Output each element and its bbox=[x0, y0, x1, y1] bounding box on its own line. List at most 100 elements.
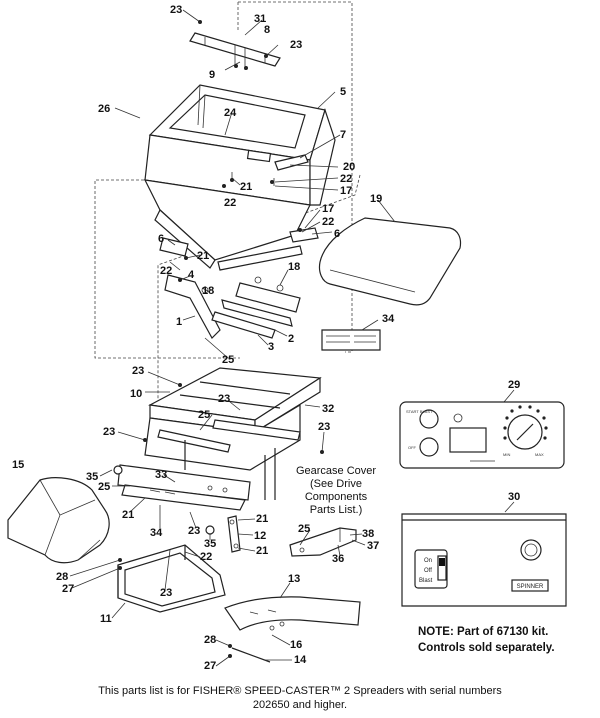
callout-30: 30 bbox=[508, 491, 520, 503]
switch-on-label: On bbox=[424, 558, 432, 564]
hopper bbox=[143, 84, 336, 269]
callout-18: 18 bbox=[202, 285, 214, 297]
callout-12: 12 bbox=[254, 530, 266, 542]
callout-1: 1 bbox=[176, 316, 182, 328]
bracket-7 bbox=[274, 154, 309, 171]
callout-numbers: 23 31 8 23 9 26 24 5 7 20 22 17 21 22 19… bbox=[12, 4, 520, 672]
callout-21: 21 bbox=[122, 509, 134, 521]
control-panel bbox=[399, 401, 565, 469]
panel-min-label: MIN bbox=[503, 452, 510, 457]
callout-33: 33 bbox=[155, 469, 167, 481]
callout-22: 22 bbox=[340, 173, 352, 185]
callout-3: 3 bbox=[268, 341, 274, 353]
callout-27: 27 bbox=[62, 583, 74, 595]
callout-22: 22 bbox=[322, 216, 334, 228]
callout-13: 13 bbox=[288, 573, 300, 585]
panel-off-label: OFF bbox=[408, 445, 417, 450]
panel-start-label: START BLAST bbox=[406, 409, 433, 414]
deflector bbox=[224, 596, 361, 663]
callout-23: 23 bbox=[132, 365, 144, 377]
callout-27: 27 bbox=[204, 660, 216, 672]
callout-23: 23 bbox=[170, 4, 182, 16]
callout-8: 8 bbox=[264, 24, 270, 36]
switch-blast-label: Blast bbox=[419, 578, 433, 584]
callout-23: 23 bbox=[218, 393, 230, 405]
callout-9: 9 bbox=[209, 69, 215, 81]
panel-max-label: MAX bbox=[535, 452, 544, 457]
callout-2: 2 bbox=[288, 333, 294, 345]
callout-22: 22 bbox=[160, 265, 172, 277]
callout-7: 7 bbox=[340, 129, 346, 141]
kit-note-line: NOTE: Part of 67130 kit. bbox=[418, 626, 549, 638]
callout-25: 25 bbox=[298, 523, 310, 535]
callout-35: 35 bbox=[204, 538, 216, 550]
callout-28: 28 bbox=[204, 634, 216, 646]
callout-18: 18 bbox=[288, 261, 300, 273]
callout-37: 37 bbox=[367, 540, 379, 552]
callout-26: 26 bbox=[98, 103, 110, 115]
callout-6: 6 bbox=[334, 228, 340, 240]
callout-5: 5 bbox=[340, 86, 346, 98]
callout-32: 32 bbox=[322, 403, 334, 415]
gearcase-note-line: (See Drive bbox=[310, 478, 362, 490]
callout-23: 23 bbox=[188, 525, 200, 537]
callout-23: 23 bbox=[160, 587, 172, 599]
callout-31: 31 bbox=[254, 13, 266, 25]
dashed-guides bbox=[94, 1, 361, 420]
callout-29: 29 bbox=[508, 379, 520, 391]
callout-23: 23 bbox=[290, 39, 302, 51]
callout-23: 23 bbox=[318, 421, 330, 433]
gearcase-note-line: Components bbox=[304, 491, 368, 503]
callout-14: 14 bbox=[294, 654, 307, 666]
hopper-cover bbox=[318, 217, 462, 306]
callout-17: 17 bbox=[340, 185, 352, 197]
callout-4: 4 bbox=[188, 269, 195, 281]
callout-6: 6 bbox=[158, 233, 164, 245]
top-bracket bbox=[189, 32, 281, 70]
callout-36: 36 bbox=[332, 553, 344, 565]
callout-20: 20 bbox=[343, 161, 355, 173]
callout-21: 21 bbox=[256, 545, 268, 557]
callout-38: 38 bbox=[362, 528, 374, 540]
callout-25: 25 bbox=[98, 481, 110, 493]
warning-label bbox=[321, 329, 381, 351]
gearcase-bracket bbox=[289, 527, 357, 557]
callout-17: 17 bbox=[322, 203, 334, 215]
lower-frame bbox=[117, 544, 226, 613]
gearcase-note: Gearcase Cover (See Drive Components Par… bbox=[290, 465, 382, 517]
callout-21: 21 bbox=[256, 513, 268, 525]
baffle-assembly bbox=[159, 227, 319, 339]
callout-21: 21 bbox=[197, 250, 209, 262]
callout-34: 34 bbox=[150, 527, 163, 539]
callout-21: 21 bbox=[240, 181, 252, 193]
switch-off-label: Off bbox=[424, 568, 432, 574]
callout-25: 25 bbox=[222, 354, 234, 366]
callout-22: 22 bbox=[200, 551, 212, 563]
gearcase-note-line: Gearcase Cover bbox=[295, 465, 377, 477]
footer-line: 202650 and higher. bbox=[252, 699, 348, 711]
switch-box bbox=[401, 513, 567, 607]
callout-28: 28 bbox=[56, 571, 68, 583]
arm-12 bbox=[227, 515, 241, 553]
fastener-dots bbox=[113, 20, 324, 658]
footer-caption: This parts list is for FISHER® SPEED-CAS… bbox=[0, 684, 600, 712]
callout-15: 15 bbox=[12, 459, 24, 471]
kit-note: NOTE: Part of 67130 kit. Controls sold s… bbox=[418, 624, 588, 656]
callout-25: 25 bbox=[198, 409, 210, 421]
callout-19: 19 bbox=[370, 193, 382, 205]
callout-10: 10 bbox=[130, 388, 142, 400]
callout-23: 23 bbox=[103, 426, 115, 438]
kit-note-line: Controls sold separately. bbox=[418, 642, 555, 654]
callout-35: 35 bbox=[86, 471, 98, 483]
spinner-guard bbox=[7, 477, 110, 564]
spinner-label: SPINNER bbox=[517, 584, 544, 590]
footer-line: This parts list is for FISHER® SPEED-CAS… bbox=[98, 685, 502, 697]
gearcase-note-line: Parts List.) bbox=[309, 504, 363, 516]
callout-16: 16 bbox=[290, 639, 302, 651]
callout-11: 11 bbox=[100, 613, 112, 625]
callout-24: 24 bbox=[224, 107, 237, 119]
spreader-frame bbox=[117, 367, 322, 511]
callout-34: 34 bbox=[382, 313, 395, 325]
